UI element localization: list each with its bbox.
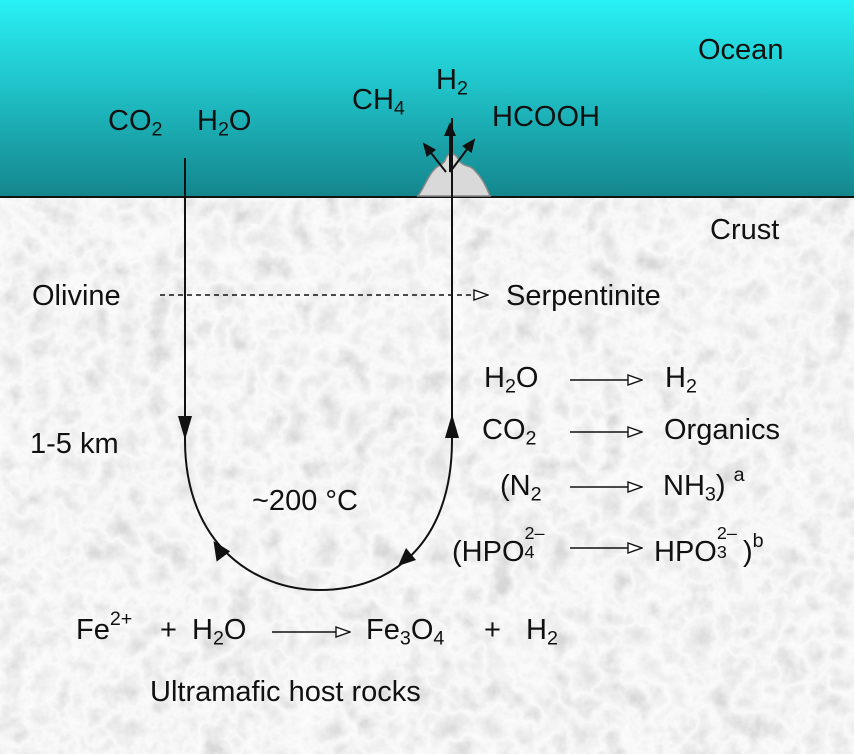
hcooh-plume-arrow xyxy=(449,138,476,173)
host-rock-label: Ultramafic host rocks xyxy=(150,676,421,708)
reaction-3-product: NH3) a xyxy=(663,464,745,506)
rock-texture xyxy=(0,198,854,754)
magnetite-label: Fe3O4 xyxy=(366,614,445,650)
olivine-label: Olivine xyxy=(32,280,121,312)
downflow-arrowhead xyxy=(178,416,192,440)
h2o-input-label: H2O xyxy=(197,105,252,141)
circulation-path xyxy=(184,118,453,592)
bottom-right-arrowhead xyxy=(398,548,416,566)
h2-product-label: H2 xyxy=(436,64,468,100)
ocean-label: Ocean xyxy=(698,34,784,66)
ch4-product-label: CH4 xyxy=(352,84,405,120)
temperature-label: ~200 °C xyxy=(252,485,358,517)
reaction-1-product: H2 xyxy=(665,362,697,398)
reaction-2-product: Organics xyxy=(664,414,781,446)
footnote-a: a xyxy=(733,464,745,487)
vent-chimney xyxy=(416,152,492,197)
hydrogen-product-label: H2 xyxy=(526,614,558,650)
co2-input-label: CO2 xyxy=(108,105,163,141)
depth-label: 1-5 km xyxy=(30,428,119,460)
ch4-plume-arrow xyxy=(422,142,447,173)
reaction-1-reactant: H2O xyxy=(484,362,539,398)
upflow-arrowhead xyxy=(445,414,459,438)
crust-layer xyxy=(0,198,854,754)
plus-sign-2: + xyxy=(484,614,501,646)
ocean-layer xyxy=(0,0,854,198)
crust-label: Crust xyxy=(710,214,780,246)
plus-sign-1: + xyxy=(160,614,177,646)
water-reactant-label: H2O xyxy=(192,614,247,650)
bottom-left-arrowhead xyxy=(213,540,231,562)
reaction-3-reactant: (N2 xyxy=(500,470,542,506)
hcooh-product-label: HCOOH xyxy=(492,101,600,133)
footnote-b: b xyxy=(752,530,764,553)
seafloor-line xyxy=(0,196,854,198)
reaction-2-reactant: CO2 xyxy=(482,414,537,450)
serpentinite-label: Serpentinite xyxy=(506,280,661,312)
ferrous-iron-label: Fe2+ xyxy=(76,608,133,646)
